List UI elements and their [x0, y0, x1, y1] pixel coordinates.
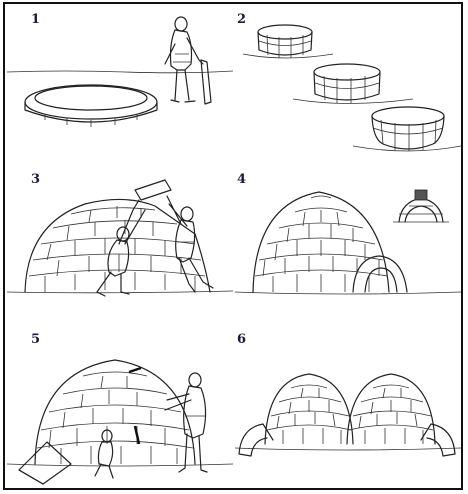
double-igloo-icon — [233, 324, 461, 490]
step-2-panel: 2 — [233, 4, 461, 164]
igloo-builders-adding-blocks-icon — [5, 164, 233, 324]
step-1-panel: 1 — [5, 4, 233, 164]
igloo-dome-with-entrance-icon — [233, 164, 461, 324]
igloo-wall-rings-icon — [233, 4, 461, 164]
igloo-foundation-ring-icon — [5, 4, 233, 164]
step-4-panel: 4 — [233, 164, 461, 324]
step-5-panel: 5 — [5, 324, 233, 490]
diagram-frame: 1 2 — [3, 2, 463, 490]
step-3-panel: 3 — [5, 164, 233, 324]
step-6-panel: 6 — [233, 324, 461, 490]
igloo-dome-finishing-icon — [5, 324, 233, 490]
cross-section-inset — [393, 190, 449, 222]
